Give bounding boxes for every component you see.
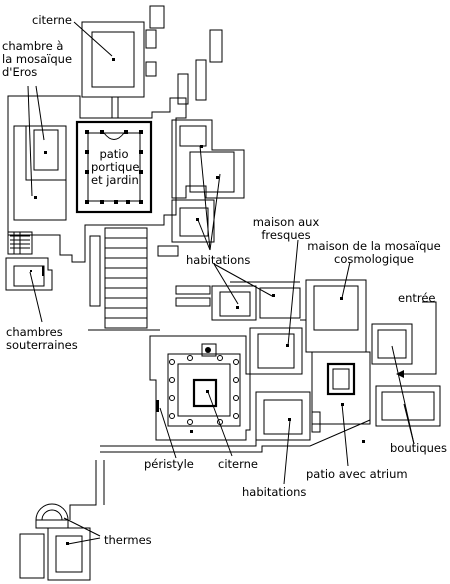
atrium-block bbox=[255, 351, 371, 441]
underground-rooms bbox=[5, 257, 53, 291]
label-thermes: thermes bbox=[104, 533, 152, 547]
eros-wing bbox=[7, 95, 187, 263]
label-citerne-top: citerne bbox=[32, 13, 72, 27]
patio-garden bbox=[75, 120, 153, 214]
street-walls bbox=[69, 411, 371, 520]
label-chambre-eros: chambre à la mosaïque d'Eros bbox=[2, 39, 73, 79]
shops bbox=[362, 323, 441, 443]
label-citerne-bottom: citerne bbox=[218, 457, 258, 471]
baths bbox=[19, 503, 91, 581]
label-patio-atrium: patio avec atrium bbox=[306, 467, 408, 481]
top-cistern-structure bbox=[81, 5, 165, 118]
label-habitations-top: habitations bbox=[186, 253, 251, 267]
label-boutiques: boutiques bbox=[390, 441, 447, 455]
label-maison-cosmologique: maison de la mosaïque cosmologique bbox=[307, 239, 441, 266]
middle-habitations bbox=[175, 281, 301, 321]
staircase-room bbox=[7, 231, 33, 255]
label-peristyle: péristyle bbox=[144, 457, 194, 471]
leader-lines bbox=[27, 21, 415, 545]
label-entree: entrée bbox=[398, 291, 436, 305]
label-chambres-souterraines: chambres souterraines bbox=[6, 325, 78, 352]
label-habitations-bottom: habitations bbox=[242, 485, 307, 499]
entrance-arrow bbox=[396, 301, 437, 378]
peristyle-house bbox=[149, 335, 251, 441]
fresco-and-cosmo-houses bbox=[249, 279, 367, 375]
central-stairs bbox=[88, 227, 160, 331]
label-patio-jardin: patio portique et jardin bbox=[91, 147, 140, 187]
right-habitations bbox=[157, 29, 245, 257]
label-maison-fresques: maison aux fresques bbox=[252, 215, 320, 242]
